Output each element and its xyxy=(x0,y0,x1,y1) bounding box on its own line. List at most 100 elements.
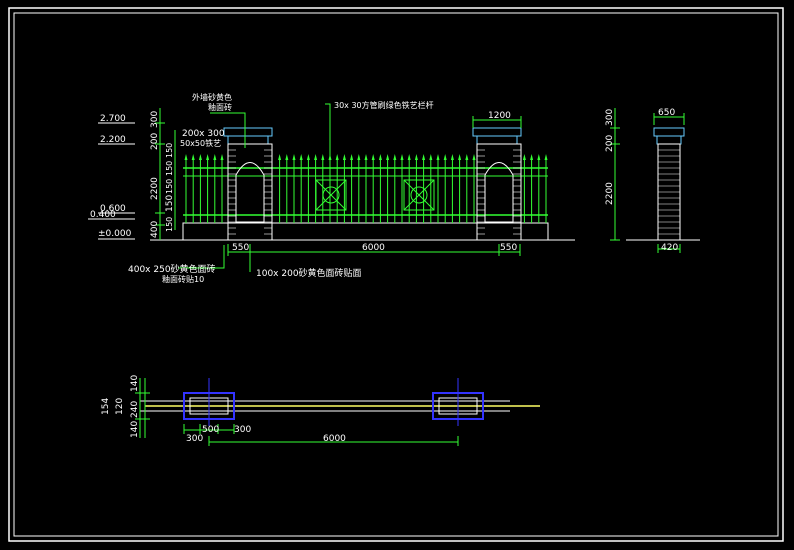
note-pillar-top-a: 外墙砂黄色 xyxy=(192,92,232,102)
ornament-right xyxy=(403,179,435,211)
vdim-150: 150 xyxy=(165,195,175,212)
fence-picket-tip-21 xyxy=(386,154,390,160)
fence-picket-tip-15 xyxy=(342,154,346,160)
pillar-left-bricks xyxy=(228,149,272,235)
side-vdim-300: 300 xyxy=(605,109,615,126)
fence-picket-tip-32 xyxy=(465,154,469,160)
level-label-4: 0.400 xyxy=(90,210,116,220)
plan-bottom-dim-300-left: 300 xyxy=(186,434,203,444)
fence-picket-tip-30 xyxy=(450,154,454,160)
fence-picket-tip-19 xyxy=(371,154,375,160)
plan-bottom-dim-500: 500 xyxy=(202,425,219,435)
pillar-left-niche xyxy=(235,162,265,223)
pillar-right-cap xyxy=(472,127,522,137)
pillar-right-bricks xyxy=(477,149,521,235)
vdim-small-2: 150 xyxy=(165,161,174,176)
fence-picket-tip-11 xyxy=(314,154,318,160)
plan-vertical-dims xyxy=(135,378,150,438)
vdim-2200: 2200 xyxy=(150,177,160,200)
level-label-2: 2.200 xyxy=(100,135,126,145)
bottom-dim-550-right: 550 xyxy=(500,243,517,253)
pillar-right-niche xyxy=(484,162,514,223)
side-pillar-cap-base xyxy=(656,135,682,145)
note-pillar-top-b: 釉面砖 xyxy=(208,102,232,112)
fence-pickets xyxy=(184,154,548,223)
plan-wall-lines xyxy=(140,400,510,412)
fence-picket-tip-26 xyxy=(422,154,426,160)
fence-picket-tip-27 xyxy=(429,154,433,160)
note-bottom-bar: 100x 200砂黄色面砖贴面 xyxy=(256,267,362,279)
pillar-right-cap-base xyxy=(476,135,518,145)
fence-picket-tip-20 xyxy=(378,154,382,160)
fence-picket-tip-25 xyxy=(414,154,418,160)
fence-picket-tip-8 xyxy=(292,154,296,160)
plan-vdim-3: 140 xyxy=(130,421,140,438)
plan-vdim-5: 120 xyxy=(115,398,125,415)
fence-picket-tip-36 xyxy=(537,154,541,160)
fence-picket-tip-2 xyxy=(198,154,202,160)
vertical-dimension-chain xyxy=(155,108,176,240)
plan-bottom-dim-6000: 6000 xyxy=(323,434,346,444)
fence-base-wall xyxy=(182,222,549,241)
vdim-small-1: 150 xyxy=(165,143,174,158)
front-elevation: 2.700 2.200 0.600 0.400 ±0.000 300 200 2… xyxy=(88,92,575,284)
top-dimension-1200 xyxy=(472,116,522,128)
top-dim-1200: 1200 xyxy=(488,111,511,121)
drawing-frame-outer xyxy=(8,7,784,542)
vdim-200: 200 xyxy=(150,133,160,150)
fence-picket-tip-6 xyxy=(278,154,282,160)
plan-vdim-1: 140 xyxy=(130,375,140,392)
fence-picket-tip-3 xyxy=(206,154,210,160)
note-pillar-size-b: 50x50铁艺 xyxy=(180,138,221,148)
fence-picket-tip-37 xyxy=(544,154,548,160)
level-markers xyxy=(88,122,135,240)
vdim-400: 400 xyxy=(150,221,160,238)
ornament-left xyxy=(315,179,347,211)
plan-vdim-2: 240 xyxy=(130,401,140,418)
note-base-a: 400x 250砂黄色面砖 xyxy=(128,263,216,275)
level-label-5: ±0.000 xyxy=(98,229,132,239)
fence-picket-tip-23 xyxy=(400,154,404,160)
level-label-3: 0.600 xyxy=(100,204,126,214)
side-vdim-2200: 2200 xyxy=(605,182,615,205)
bottom-dim-6000: 6000 xyxy=(362,243,385,253)
fence-picket-tip-5 xyxy=(220,154,224,160)
side-pillar-bricks xyxy=(658,149,680,235)
fence-picket-tip-7 xyxy=(285,154,289,160)
pillar-left-cap xyxy=(223,127,273,137)
fence-picket-tip-24 xyxy=(407,154,411,160)
side-vertical-dims xyxy=(610,108,620,241)
side-bottom-dim xyxy=(657,244,681,253)
side-bottom-dim-420: 420 xyxy=(661,243,678,253)
note-base-b: 釉面砖贴10 xyxy=(162,274,204,284)
plan-bottom-dim-300-right: 300 xyxy=(234,425,251,435)
fence-picket-tip-18 xyxy=(364,154,368,160)
fence-picket-tip-9 xyxy=(299,154,303,160)
vdim-300: 300 xyxy=(150,111,160,128)
plan-vdim-4: 154 xyxy=(101,398,111,415)
note-pillar-size-a: 200x 300 xyxy=(182,129,225,139)
fence-picket-tip-33 xyxy=(472,154,476,160)
fence-picket-tip-12 xyxy=(321,154,325,160)
side-elevation: 300 200 2200 650 420 xyxy=(605,108,700,253)
bottom-dim-550-left: 550 xyxy=(232,243,249,253)
plan-bottom-dims xyxy=(183,424,459,446)
fence-picket-tip-16 xyxy=(350,154,354,160)
pillar-left xyxy=(223,127,273,241)
fence-picket-tip-31 xyxy=(458,154,462,160)
side-top-dim-650: 650 xyxy=(658,108,675,118)
drawing-frame-inner xyxy=(13,12,779,537)
fence-picket-tip-29 xyxy=(443,154,447,160)
fence-picket-tip-4 xyxy=(213,154,217,160)
pillar-right xyxy=(472,127,522,241)
vdim-small-3: 150 xyxy=(165,179,174,194)
fence-picket-tip-10 xyxy=(306,154,310,160)
plan-axis-lines xyxy=(208,378,459,426)
fence-picket-tip-14 xyxy=(335,154,339,160)
leader-lines xyxy=(178,103,331,272)
plan-view: 140 240 140 154 120 300 500 300 6000 xyxy=(101,375,540,446)
fence-picket-tip-22 xyxy=(393,154,397,160)
fence-picket-tip-28 xyxy=(436,154,440,160)
pillar-left-cap-base xyxy=(227,135,269,145)
